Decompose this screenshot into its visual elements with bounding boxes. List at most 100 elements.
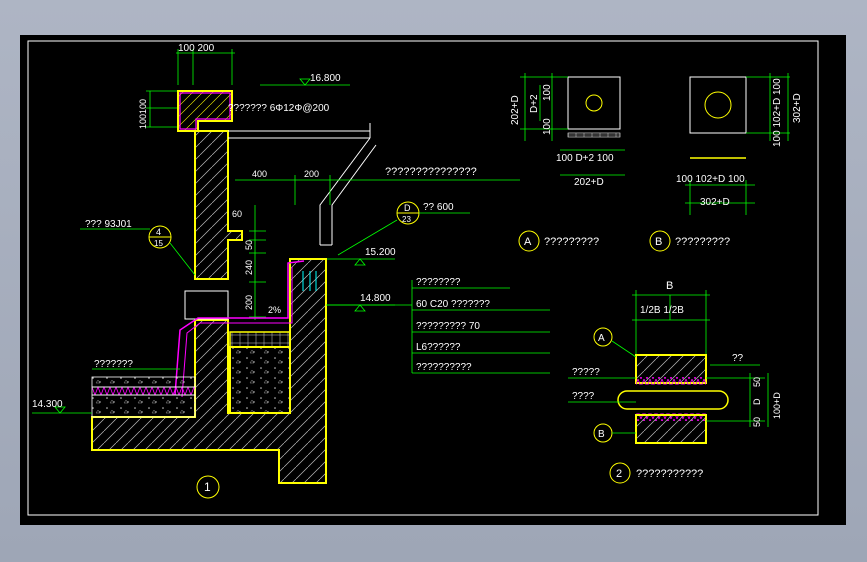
label-circle-1 <box>196 475 220 499</box>
roof-layer-mid <box>91 386 196 396</box>
ref-circle-4[interactable]: 4 15 <box>148 225 172 249</box>
parapet-wall <box>194 130 243 280</box>
detail-2: B 1/2B 1/2B A B ?? ????? <box>568 280 782 484</box>
detail-2-label: 2 <box>616 468 622 480</box>
detail-a-dim-bottom-total: 202+D <box>574 177 604 188</box>
main-section: 100 200 16.800 100100 ??????? 6Φ12Φ@200 <box>32 43 550 499</box>
detail-2-pipe <box>617 390 729 410</box>
detail-b-dim-bottom: 100 102+D 100 <box>676 174 745 185</box>
detail-2-dim-total: 100+D <box>772 392 782 419</box>
detail-a-dim-100a: 100 <box>542 84 553 101</box>
coping-outline <box>177 90 233 132</box>
outlet-clamps <box>302 271 317 291</box>
detail-b-plate <box>689 76 747 134</box>
gutter-screed <box>229 331 291 348</box>
detail-2-dim-50a: 50 <box>752 377 762 387</box>
detail-2-label-circle <box>609 462 631 484</box>
detail-a-dim-d2: D+2 <box>529 94 540 113</box>
note-roof: ??????? <box>94 359 133 370</box>
note-layer1: ???????? <box>416 277 461 288</box>
detail-b-hole <box>704 91 732 119</box>
note-layer5: ?????????? <box>416 362 472 373</box>
waterproof-membrane-2 <box>181 267 293 398</box>
dim-left-heights: 100100 <box>138 99 148 129</box>
detail-b: 100 102+D 100 302+D 100 102+D 100 302+D … <box>649 73 803 252</box>
detail-a-section <box>567 132 621 138</box>
dim-200: 200 <box>244 295 254 310</box>
detail-2-top-dims: 1/2B 1/2B <box>640 305 684 316</box>
dim-top-widths: 100 200 <box>178 43 215 54</box>
detail-2-wall-bottom <box>635 414 707 444</box>
detail-2-note-left1: ????? <box>572 367 600 378</box>
detail-b-dim-right-total: 302+D <box>792 93 803 123</box>
detail-a-label-circle <box>518 230 540 252</box>
dim-slope: 2% <box>268 305 281 315</box>
dim-overhang: 400 <box>252 169 267 179</box>
pipe-dimension-lines <box>235 175 520 205</box>
ref-circle-d[interactable]: D 23 <box>396 201 420 225</box>
detail-a-label: A <box>524 236 532 248</box>
detail-2-dim-d: D <box>752 398 762 405</box>
elevation-14300-mark <box>32 406 92 414</box>
waterproof-membrane <box>174 260 305 396</box>
drawing-canvas[interactable]: 100 200 16.800 100100 ??????? 6Φ12Φ@200 <box>20 35 846 525</box>
ref-sub: 15 <box>154 239 163 248</box>
detail-2-callout-b-label: B <box>598 429 605 440</box>
note-drain-pipe: ??????????????? <box>385 166 477 178</box>
note-coping: ??????? 6Φ12Φ@200 <box>228 103 330 114</box>
note-layer3: ????????? 70 <box>416 321 480 332</box>
gutter-fill <box>229 346 291 414</box>
detail-2-dim-50b: 50 <box>752 417 762 427</box>
note-layer2: 60 C20 ??????? <box>416 299 490 310</box>
detail-a-dims <box>520 73 625 176</box>
detail-2-callout-a-label: A <box>598 333 605 344</box>
ref-d: D <box>404 203 411 213</box>
dim-240: 240 <box>244 260 254 275</box>
dim-50: 50 <box>244 240 254 250</box>
elevation-16800-mark <box>260 78 350 86</box>
label-1: 1 <box>204 480 211 494</box>
detail-2-title: ??????????? <box>636 468 703 480</box>
detail-a-title: ????????? <box>544 236 599 248</box>
coping-membrane <box>179 92 231 130</box>
note-layer4: L6?????? <box>416 342 461 353</box>
roof-edge <box>228 123 371 139</box>
detail-2-top-label: B <box>666 280 673 292</box>
roof-layer-top <box>91 376 196 388</box>
detail-a-dim-bottom: 100 D+2 100 <box>556 153 614 164</box>
elevation-15200: 15.200 <box>365 247 396 258</box>
elevation-15200-mark <box>320 258 395 266</box>
detail-2-callout-a <box>593 327 613 347</box>
detail-2-top-dims <box>632 290 710 355</box>
detail-b-dims <box>685 73 790 215</box>
detail-a-dim-total: 202+D <box>510 95 521 125</box>
detail-a: 202+D D+2 100 100 100 D+2 100 202+D A ??… <box>510 73 625 252</box>
roof-layer-screed <box>91 394 196 418</box>
detail-2-note-left2: ???? <box>572 391 595 402</box>
detail-b-dim-bottom-total: 302+D <box>700 197 730 208</box>
detail-2-insulation-top <box>636 377 706 385</box>
detail-2-note-right: ?? <box>732 353 744 364</box>
detail-a-hole <box>585 94 603 112</box>
detail-b-label-circle <box>649 230 671 252</box>
detail-a-dim-100b: 100 <box>542 118 553 135</box>
wall-dimension-lines <box>249 205 266 320</box>
detail-b-label: B <box>655 236 662 248</box>
left-dimension-lines <box>146 90 180 128</box>
sheet-frame <box>27 40 819 516</box>
ref-num: 4 <box>156 227 161 237</box>
elevation-16800: 16.800 <box>310 73 341 84</box>
gutter-block <box>184 290 229 320</box>
detail-a-plate <box>567 76 621 130</box>
drain-pipe <box>319 137 377 246</box>
detail-b-dim-right: 100 102+D 100 <box>772 78 783 147</box>
elevation-14800-mark <box>325 304 395 312</box>
note-d600: ?? 600 <box>423 202 454 213</box>
elevation-14300: 14.300 <box>32 399 63 410</box>
dim-gap: 200 <box>304 169 319 179</box>
dim-60: 60 <box>232 209 242 219</box>
top-dimension-lines <box>176 49 235 85</box>
note-detail-ref: ??? 93J01 <box>85 219 132 230</box>
detail-2-note-lines <box>568 364 769 427</box>
